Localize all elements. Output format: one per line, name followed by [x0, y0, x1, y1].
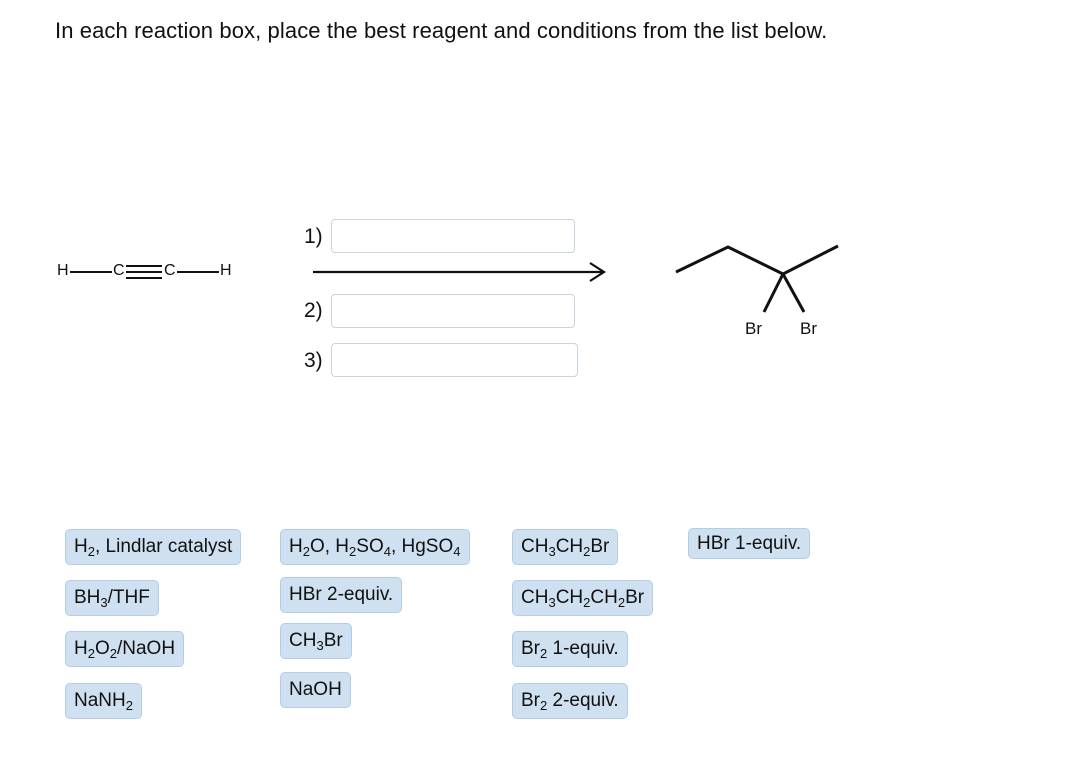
reagent-chip-hbr-2equiv[interactable]: HBr 2-equiv. — [280, 577, 403, 613]
formula-text: Br — [521, 690, 540, 711]
reactant-single-bond-right — [177, 271, 219, 273]
formula-text: , HgSO — [390, 536, 454, 557]
formula-subscript: 2 — [617, 595, 626, 610]
formula-text: , Lindlar catalyst — [94, 536, 233, 557]
formula-subscript: 2 — [109, 646, 117, 661]
formula-text: H — [289, 536, 303, 557]
formula-text: O — [94, 638, 110, 659]
formula-text: CH — [590, 587, 618, 608]
reactant-atom-h-left: H — [57, 262, 69, 279]
reagent-chip-hbr-1equiv[interactable]: HBr 1-equiv. — [688, 528, 811, 559]
formula-text: CH — [289, 630, 317, 651]
reagent-chip-h2o2-naoh[interactable]: H2O2/NaOH — [65, 631, 185, 667]
formula-text: NaOH — [289, 679, 342, 700]
reactant-atom-c-left: C — [113, 262, 125, 279]
formula-subscript: 2 — [583, 544, 591, 559]
formula-subscript: 2 — [540, 646, 548, 661]
formula-subscript: 3 — [100, 595, 108, 610]
reactant-atom-c-right: C — [164, 262, 176, 279]
step-1-label: 1) — [304, 225, 323, 248]
formula-subscript: 4 — [453, 544, 461, 559]
reactant-triple-bond-line-2 — [126, 271, 162, 273]
formula-subscript: 3 — [316, 638, 324, 653]
reagent-chip-br2-2equiv[interactable]: Br2 2-equiv. — [512, 683, 628, 719]
reactant-triple-bond-line-3 — [126, 277, 162, 279]
formula-text: CH — [555, 587, 584, 608]
formula-text: SO — [356, 536, 384, 557]
formula-text: NaNH — [74, 690, 126, 711]
reaction-arrow-icon — [313, 262, 607, 282]
step-3-label: 3) — [304, 349, 323, 372]
reagent-chip-ch3ch2br[interactable]: CH3CH2Br — [512, 529, 619, 565]
instructions-text: In each reaction box, place the best rea… — [55, 18, 828, 43]
formula-text: /NaOH — [116, 638, 176, 659]
formula-text: O, H — [309, 536, 350, 557]
step-2-drop-box[interactable] — [331, 294, 575, 328]
formula-subscript: 2 — [583, 595, 591, 610]
formula-text: HBr 1-equiv. — [697, 533, 802, 554]
product-substituent-br-right: Br — [800, 319, 817, 338]
reagent-chip-naoh[interactable]: NaOH — [280, 672, 351, 708]
reagent-chip-br2-1equiv[interactable]: Br2 1-equiv. — [512, 631, 628, 667]
formula-text: Br — [521, 638, 540, 659]
formula-subscript: 3 — [548, 544, 556, 559]
formula-text: H — [74, 536, 88, 557]
reactant-single-bond-left — [70, 271, 112, 273]
formula-subscript: 2 — [540, 698, 548, 713]
formula-subscript: 2 — [302, 544, 310, 559]
formula-text: BH — [74, 587, 101, 608]
formula-text: CH — [555, 536, 584, 557]
formula-subscript: 3 — [548, 595, 556, 610]
formula-subscript: 2 — [125, 698, 133, 713]
product-carbon-chain — [675, 244, 839, 276]
formula-subscript: 2 — [87, 544, 95, 559]
step-1-drop-box[interactable] — [331, 219, 575, 253]
reactant-atom-h-right: H — [220, 262, 232, 279]
product-bond-br-right — [781, 273, 806, 313]
reagent-chip-h2-lindlar[interactable]: H2, Lindlar catalyst — [65, 529, 242, 565]
step-2-label: 2) — [304, 299, 323, 322]
formula-text: Br — [625, 587, 645, 608]
formula-text: CH — [521, 536, 549, 557]
formula-text: 2-equiv. — [547, 690, 619, 711]
formula-text: /THF — [107, 587, 150, 608]
product-substituent-br-left: Br — [745, 319, 762, 338]
reagent-chip-ch3ch2ch2br[interactable]: CH3CH2CH2Br — [512, 580, 654, 616]
step-3-drop-box[interactable] — [331, 343, 578, 377]
formula-subscript: 2 — [349, 544, 357, 559]
product-dibromobutane: Br Br — [675, 244, 839, 338]
formula-text: H — [74, 638, 88, 659]
reagent-chip-bh3-thf[interactable]: BH3/THF — [65, 580, 159, 616]
formula-text: HBr 2-equiv. — [289, 584, 394, 605]
formula-text: CH — [521, 587, 549, 608]
formula-subscript: 2 — [87, 646, 95, 661]
formula-text: 1-equiv. — [547, 638, 619, 659]
product-bond-br-left — [762, 273, 785, 313]
reagent-chip-h2o-h2so4-hgso4[interactable]: H2O, H2SO4, HgSO4 — [280, 529, 470, 565]
reagent-chip-nanh2[interactable]: NaNH2 — [65, 683, 142, 719]
formula-text: Br — [323, 630, 343, 651]
reactant-triple-bond-line-1 — [126, 265, 162, 267]
formula-text: Br — [590, 536, 610, 557]
formula-subscript: 4 — [383, 544, 391, 559]
reagent-chip-ch3br[interactable]: CH3Br — [280, 623, 352, 659]
